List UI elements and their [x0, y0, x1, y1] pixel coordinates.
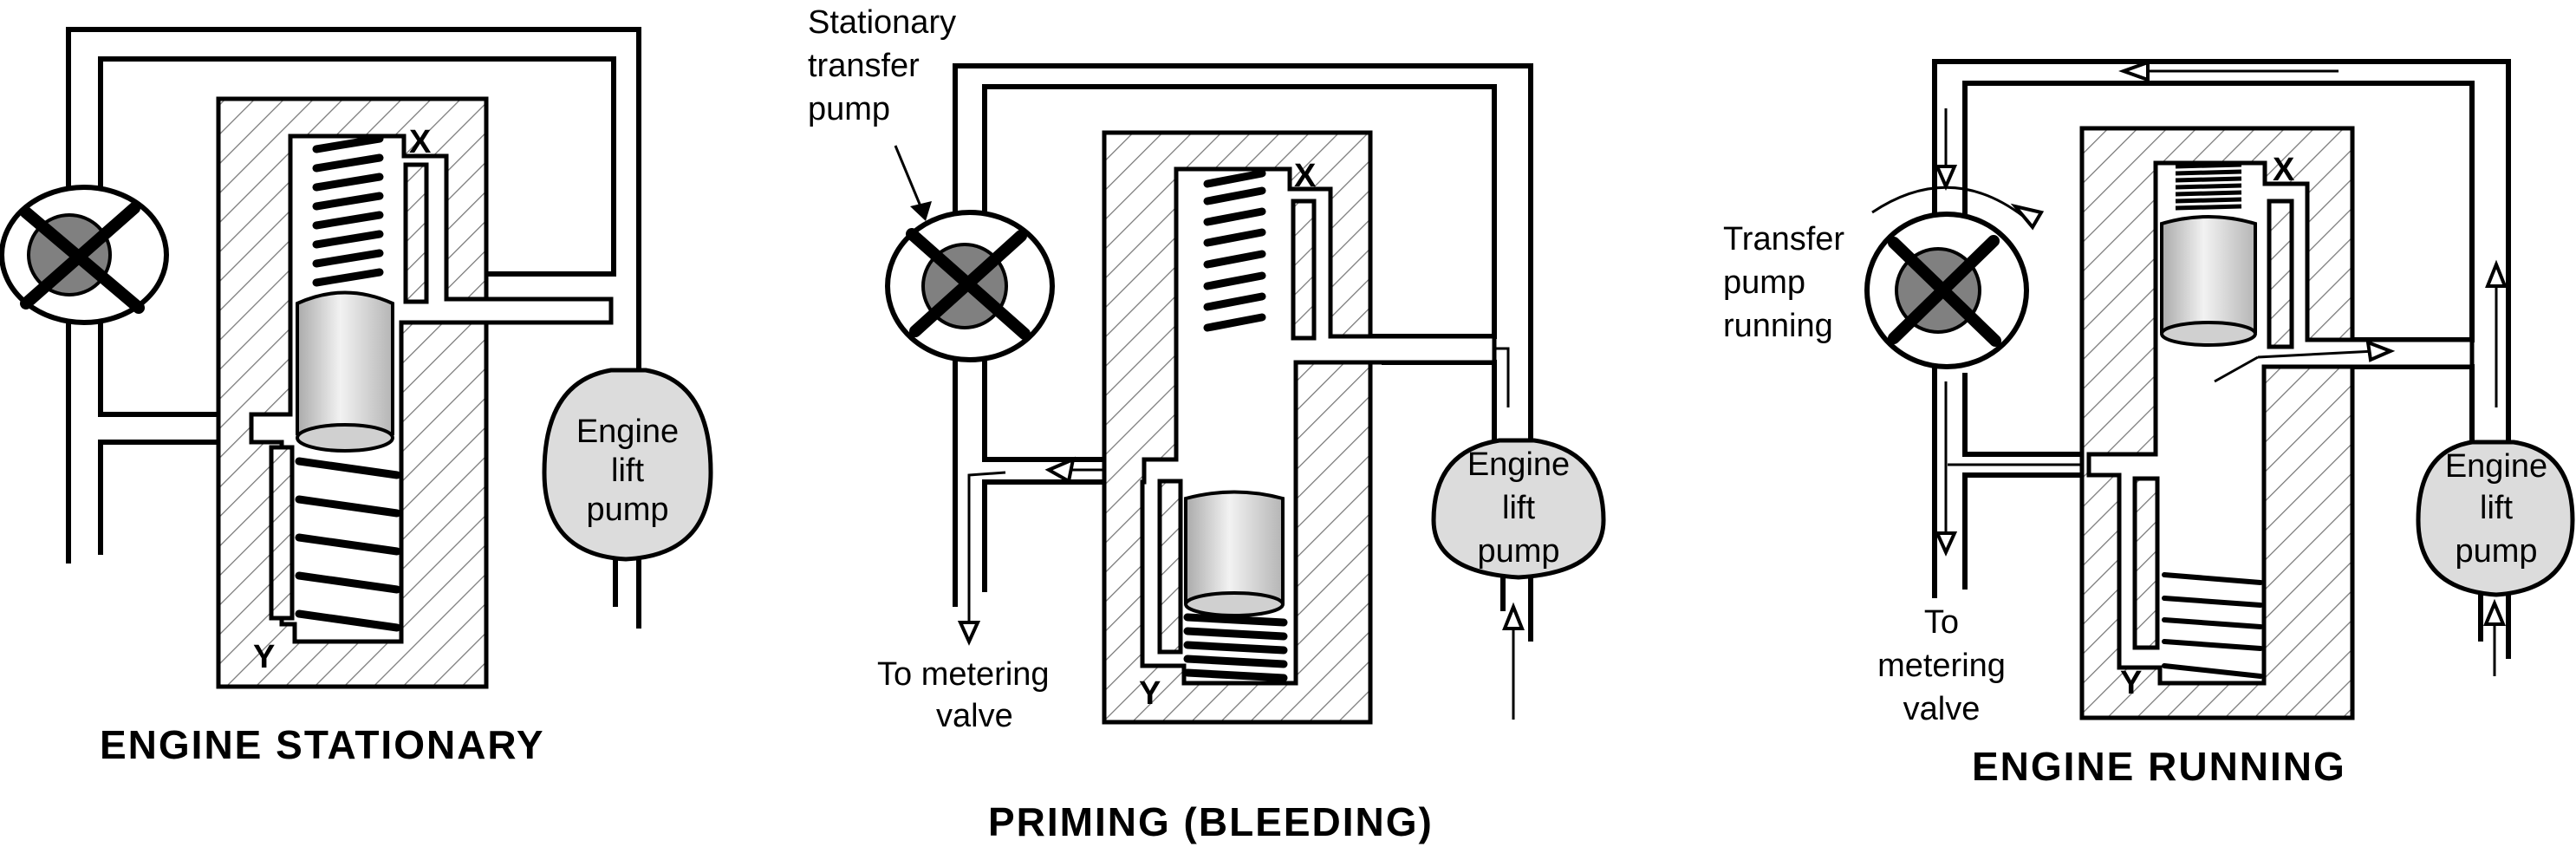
port-x-label: X — [1294, 158, 1317, 194]
spring-lower — [295, 457, 401, 632]
lift-pump-label-3: pump — [1477, 533, 1559, 570]
lift-outlet-flow-arrow — [2485, 259, 2508, 288]
flow-arrow-right — [2365, 339, 2396, 362]
pointer-arrow-line — [894, 145, 925, 213]
transfer-pump-label-3: running — [1723, 308, 1833, 344]
transfer-pump-label-3: pump — [808, 91, 890, 127]
outlet-flow-arrow — [1934, 531, 1958, 557]
lift-pump-label-2: lift — [1502, 490, 1535, 526]
flow-arrow-down — [957, 621, 981, 646]
spring-lower — [2162, 572, 2263, 679]
bypass-slot-upper — [1291, 199, 1317, 341]
piston — [2160, 215, 2257, 347]
outlet-label-2: metering — [1877, 648, 2006, 684]
outlet-label-1: To — [1924, 604, 1959, 641]
panel-engine-running: X Y Transfer pump running Engine lift pu… — [1723, 59, 2575, 789]
transfer-pump-label-2: pump — [1723, 264, 1805, 301]
pump-inlet-flow-arrow — [1934, 165, 1958, 192]
engine-lift-pump: Engine lift pump — [1431, 438, 1606, 720]
port-y-label: Y — [2120, 665, 2142, 701]
port-x-label: X — [2273, 152, 2295, 188]
transfer-pump-icon — [0, 185, 169, 325]
flow-line-out — [2257, 349, 2376, 359]
transfer-pump-icon — [1864, 212, 2029, 369]
lift-pump-label-2: lift — [2480, 490, 2513, 526]
lift-pump-label-1: Engine — [2445, 448, 2547, 485]
outlet-label-1: To metering — [877, 656, 1050, 693]
transfer-pump-label-2: transfer — [808, 48, 920, 84]
bypass-slot-upper — [403, 162, 429, 304]
rotation-arc — [1871, 186, 2025, 218]
piston — [296, 290, 394, 453]
engine-lift-pump: Engine lift pump — [2416, 259, 2575, 676]
flow-line-down — [967, 471, 1006, 624]
flow-arrow-left — [1044, 456, 1076, 485]
bypass-slot-upper — [2267, 199, 2294, 349]
port-x-label: X — [409, 124, 432, 160]
port-y-label: Y — [253, 639, 275, 675]
spring-lower — [1183, 613, 1288, 682]
outer-pipe — [953, 63, 1533, 442]
outlet-label-2: valve — [936, 698, 1013, 734]
lift-pump-label-3: pump — [586, 492, 668, 528]
port-y-label: Y — [1139, 675, 1161, 712]
pointer-arrow-head — [910, 201, 932, 221]
transfer-pump-label-1: Stationary — [808, 4, 956, 41]
engine-lift-pump: Engine lift pump — [542, 368, 713, 629]
lift-pump-label-1: Engine — [1467, 446, 1570, 483]
rotation-arrow — [2010, 203, 2045, 231]
bypass-slot-lower — [269, 445, 295, 621]
lift-pump-label-3: pump — [2455, 533, 2537, 570]
inlet-flow-arrow — [1502, 602, 1525, 630]
return-flow-arrow — [2118, 60, 2150, 82]
lift-pump-label-2: lift — [611, 453, 644, 489]
feed-pipe — [1382, 360, 1497, 442]
panel-title: PRIMING (BLEEDING) — [988, 799, 1434, 844]
panel-title: ENGINE STATIONARY — [100, 722, 545, 767]
transfer-pump-label-1: Transfer — [1723, 221, 1844, 257]
panel-title: ENGINE RUNNING — [1972, 744, 2346, 789]
bypass-slot-lower — [1157, 479, 1183, 655]
flow-line-past-piston — [2214, 355, 2259, 383]
panel-engine-stationary: X Y Engine lift pump ENGINE STATIONARY — [0, 27, 713, 767]
panel-priming-bleeding: Stationary transfer pump — [808, 4, 1606, 844]
outlet-label-3: valve — [1903, 691, 1981, 727]
lift-inlet-flow-arrow — [2483, 598, 2506, 626]
bypass-slot-lower — [2132, 476, 2160, 650]
outer-pipe — [1932, 59, 2511, 442]
outer-pipe — [66, 27, 641, 381]
spring-upper — [1203, 169, 1266, 332]
piston — [1184, 490, 1285, 617]
spring-upper — [312, 134, 384, 287]
transfer-pump-icon — [885, 210, 1055, 362]
outlet-pipe — [1962, 472, 2089, 590]
outlet-pipe — [982, 479, 1144, 592]
spring-upper-compressed — [2175, 162, 2242, 211]
lift-pump-label-1: Engine — [576, 414, 679, 450]
